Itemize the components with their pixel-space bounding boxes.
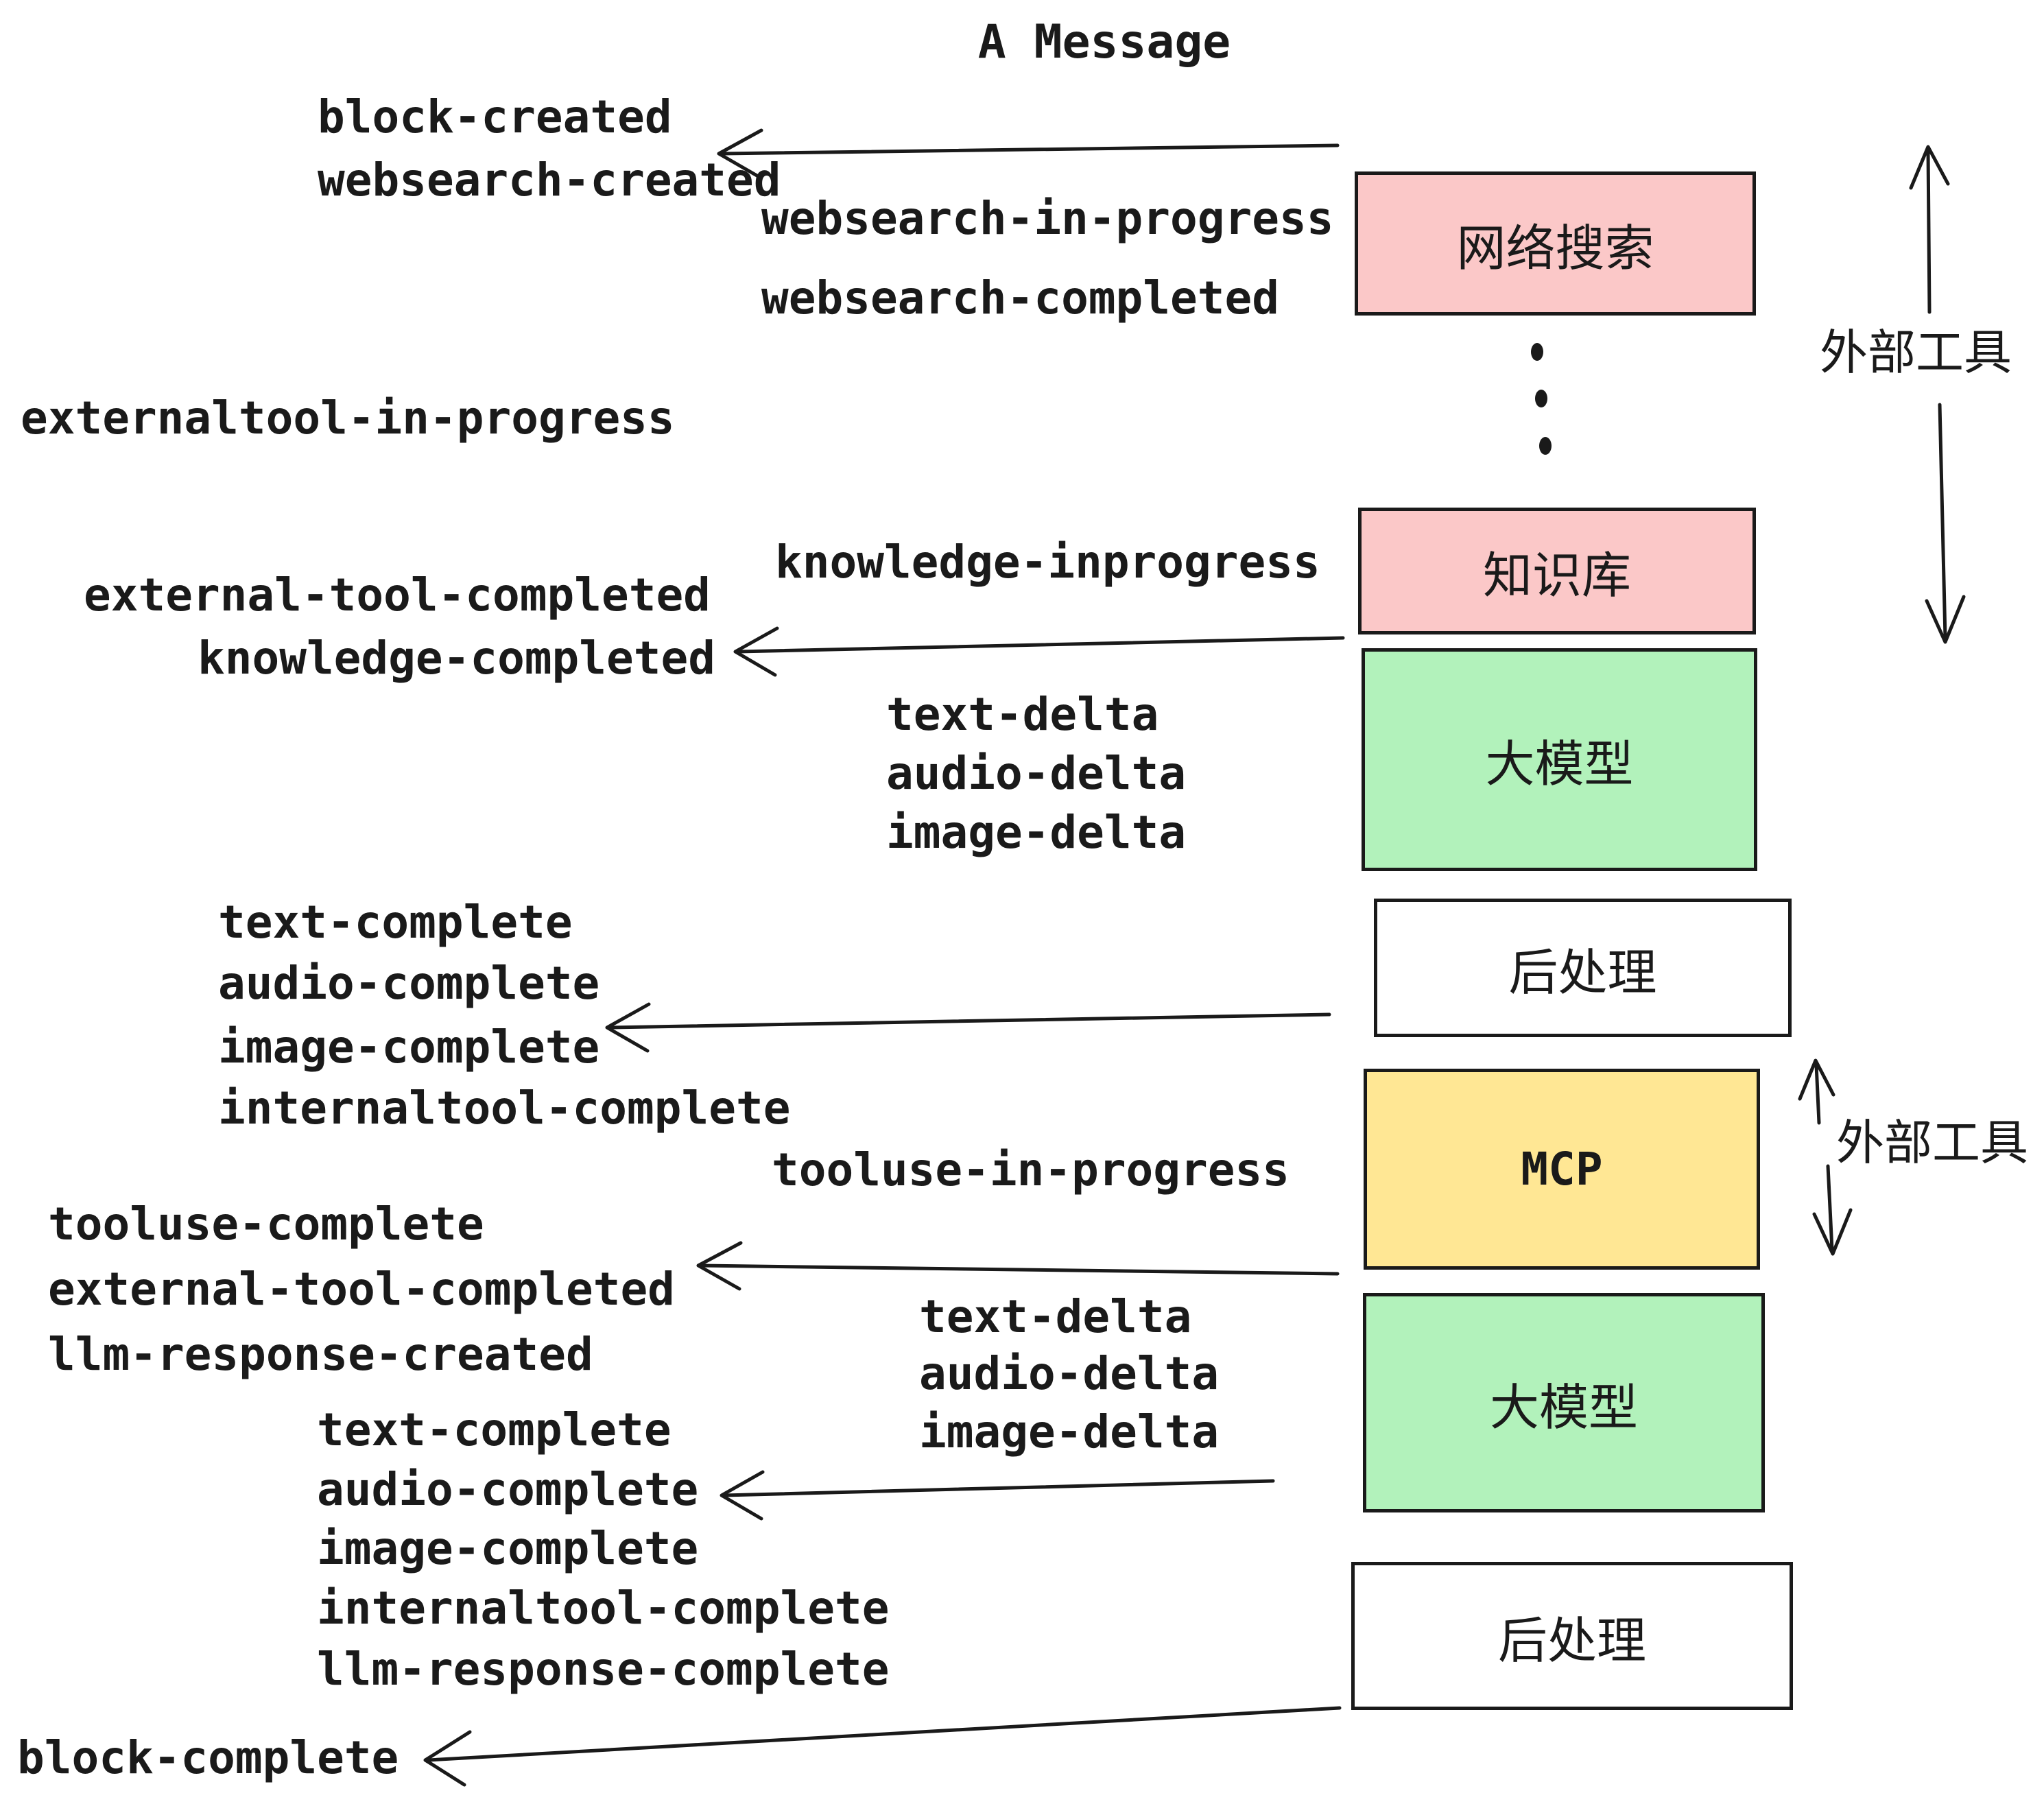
- event-label-llm-response-complete: llm-response-complete: [317, 1643, 890, 1696]
- box-llm-2: 大模型: [1363, 1293, 1765, 1512]
- arrow-block-complete: [423, 1706, 1342, 1787]
- arrow-audio-complete: [720, 1470, 1275, 1521]
- event-label-audio-delta-2: audio-delta: [919, 1347, 1220, 1400]
- box-knowledge-label: 知识库: [1482, 547, 1631, 604]
- event-label-websearch-created: websearch-created: [318, 154, 781, 206]
- box-mcp: MCP: [1364, 1069, 1760, 1270]
- event-label-knowledge-completed: knowledge-completed: [198, 632, 715, 685]
- event-label-llm-response-created: llm-response-created: [48, 1328, 593, 1381]
- external-tool-arrow-top: [1909, 145, 1966, 644]
- box-postprocess-2: 后处理: [1351, 1562, 1793, 1710]
- box-postprocess-1: 后处理: [1374, 899, 1792, 1037]
- external-tool-label-top: 外部工具: [1820, 324, 2012, 381]
- event-label-internaltool-complete-1: internaltool-complete: [218, 1082, 791, 1135]
- event-label-audio-delta-1: audio-delta: [886, 747, 1187, 800]
- event-label-audio-complete-2: audio-complete: [317, 1463, 699, 1516]
- diagram-title: A Message: [977, 15, 1231, 69]
- event-label-audio-complete-1: audio-complete: [218, 957, 600, 1010]
- vertical-ellipsis-dot: [1539, 437, 1552, 455]
- box-llm-1-label: 大模型: [1485, 735, 1634, 793]
- box-llm-2-label: 大模型: [1489, 1378, 1638, 1436]
- event-label-image-delta-2: image-delta: [919, 1405, 1220, 1458]
- event-label-text-delta-2: text-delta: [919, 1290, 1192, 1343]
- arrow-knowledge-completed: [733, 626, 1345, 677]
- event-label-block-created: block-created: [318, 91, 672, 143]
- vertical-ellipsis-dot: [1531, 343, 1543, 361]
- event-label-knowledge-inprogress: knowledge-inprogress: [775, 536, 1320, 589]
- arrow-tooluse-complete: [696, 1241, 1340, 1291]
- event-label-tooluse-in-progress: tooluse-in-progress: [772, 1143, 1290, 1196]
- box-knowledge: 知识库: [1358, 508, 1756, 634]
- event-label-text-delta-1: text-delta: [886, 688, 1159, 741]
- event-label-text-complete-1: text-complete: [218, 896, 573, 949]
- event-label-internaltool-complete-2: internaltool-complete: [317, 1582, 890, 1635]
- box-mcp-label: MCP: [1521, 1143, 1603, 1196]
- box-postprocess-2-label: 后处理: [1497, 1611, 1646, 1670]
- event-label-externaltool-in-progress: externaltool-in-progress: [21, 392, 675, 444]
- arrow-websearch-created: [717, 128, 1340, 179]
- event-label-block-complete: block-complete: [17, 1731, 399, 1784]
- event-label-websearch-completed: websearch-completed: [761, 272, 1279, 324]
- event-label-tooluse-complete: tooluse-complete: [48, 1198, 484, 1250]
- event-label-image-complete-1: image-complete: [218, 1021, 600, 1073]
- arrow-image-complete: [605, 1002, 1331, 1053]
- event-label-text-complete-2: text-complete: [317, 1403, 672, 1456]
- box-websearch-label: 网络搜索: [1456, 219, 1654, 277]
- external-tool-label-bottom: 外部工具: [1836, 1115, 2028, 1171]
- box-postprocess-1-label: 后处理: [1508, 943, 1657, 1001]
- box-websearch: 网络搜索: [1355, 171, 1756, 316]
- event-label-image-complete-2: image-complete: [317, 1522, 699, 1575]
- vertical-ellipsis-dot: [1535, 390, 1547, 407]
- event-label-websearch-in-progress: websearch-in-progress: [761, 192, 1334, 245]
- event-label-image-delta-1: image-delta: [886, 806, 1187, 859]
- event-label-external-tool-completed-2: external-tool-completed: [48, 1263, 675, 1316]
- event-label-external-tool-completed-1: external-tool-completed: [84, 569, 711, 621]
- box-llm-1: 大模型: [1362, 648, 1757, 871]
